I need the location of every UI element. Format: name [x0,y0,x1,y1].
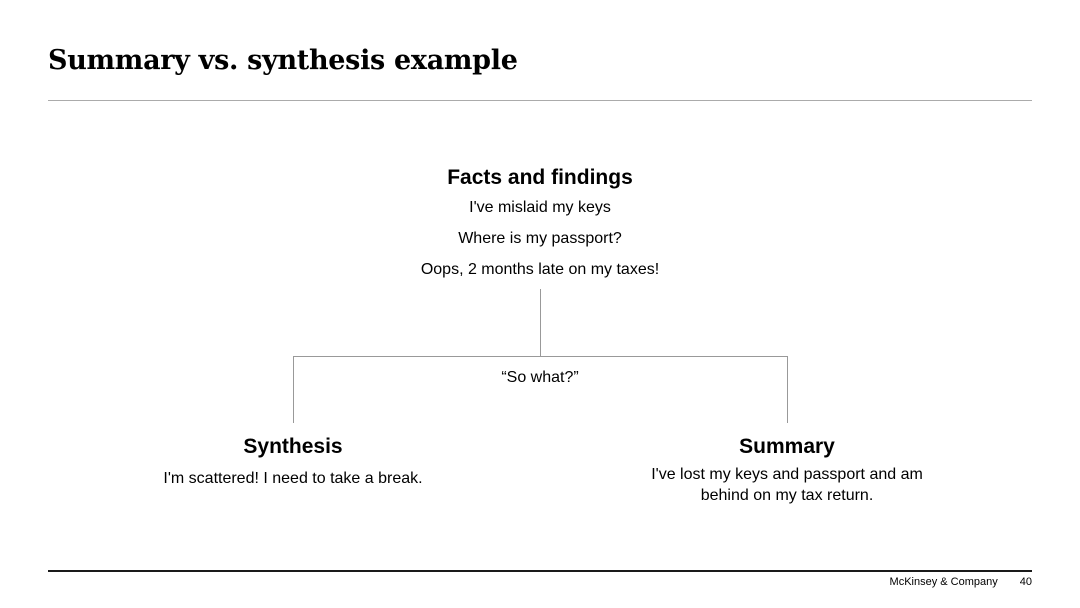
facts-heading: Facts and findings [447,166,633,189]
summary-text: I've lost my keys and passport and am be… [651,466,923,504]
summary-heading: Summary [739,435,835,458]
connector-right-drop-line [787,356,788,423]
facts-block: Facts and findings I've mislaid my keys … [0,165,1080,291]
connector-label: “So what?” [501,369,579,386]
synthesis-block: Synthesis I'm scattered! I need to take … [93,434,493,489]
footer-rule [48,570,1032,572]
synthesis-heading: Synthesis [243,435,343,458]
header-divider [48,100,1032,101]
synthesis-text: I'm scattered! I need to take a break. [163,470,423,487]
footer-page-number: 40 [1019,576,1032,588]
slide-title: Summary vs. synthesis example [48,45,518,76]
footer-company: McKinsey & Company [889,576,998,588]
connector-stem-line [540,289,541,356]
connector-left-drop-line [293,356,294,423]
summary-block: Summary I've lost my keys and passport a… [587,434,987,506]
footer: McKinsey & Company 40 [890,576,1032,589]
connector-crossbar-line [293,356,788,357]
fact-item-2: Where is my passport? [458,230,622,247]
fact-item-1: I've mislaid my keys [469,199,611,216]
fact-item-3: Oops, 2 months late on my taxes! [420,261,660,278]
